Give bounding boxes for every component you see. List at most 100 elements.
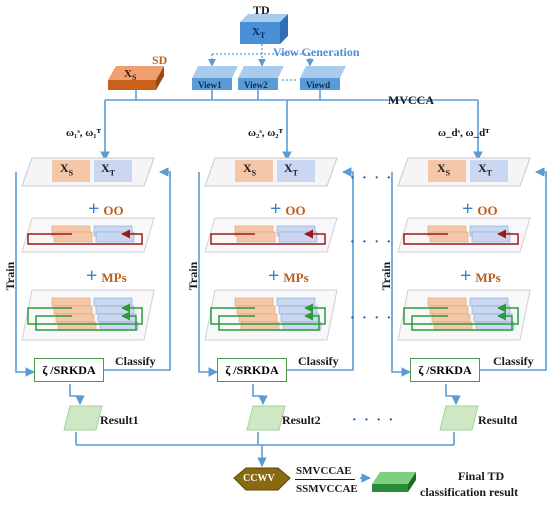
ellipsis-row2: · · · · <box>350 235 394 250</box>
view-slabs <box>192 66 346 90</box>
final-line1: Final TD <box>458 469 505 483</box>
classifier-box-col1: ζ /SRKDA <box>34 358 104 382</box>
ellipsis-row1: · · · · <box>350 171 394 186</box>
mps-loop-inner <box>218 311 320 331</box>
target-block <box>277 160 315 182</box>
oo-target-slab <box>471 231 511 243</box>
target-block <box>470 160 508 182</box>
oo-target-slab <box>278 231 318 243</box>
oo-loop <box>27 229 143 245</box>
oo-label-col3: + OO <box>462 198 498 220</box>
result-collector <box>75 432 455 483</box>
oo-loop <box>210 229 326 245</box>
oo-loop <box>403 229 519 245</box>
mps-target-slab <box>469 297 509 307</box>
classifier-box-col2: ζ /SRKDA <box>217 358 287 382</box>
to-result-arrow <box>252 384 268 405</box>
mps-target-slab <box>97 313 137 323</box>
weights-col1: ω₁ˢ, ω₁ᵀ <box>66 127 101 139</box>
mps-label-col2: + MPs <box>268 265 309 287</box>
column-3 <box>391 157 547 431</box>
result-label-col3: Resultd <box>478 413 518 427</box>
result-slab <box>246 405 286 431</box>
mps-loop-outer <box>27 303 143 325</box>
mps-source-slab <box>51 297 91 307</box>
oo-source-slab <box>236 231 276 243</box>
final-line2: classification result <box>420 485 519 499</box>
mps-loop-inner <box>35 311 137 331</box>
viewd-label: Viewd <box>306 80 331 90</box>
classify-label-col1: Classify <box>115 354 156 368</box>
to-result-arrow <box>69 384 85 405</box>
td-symbol: XT <box>252 26 266 41</box>
xs-col1: XS <box>60 161 74 178</box>
mps-source-slab <box>234 297 274 307</box>
result-label-col2: Result2 <box>282 413 321 427</box>
oo-label-col1: + OO <box>88 198 124 220</box>
classify-path <box>287 167 354 371</box>
xt-col3: XT <box>478 161 493 178</box>
mps-target-slab <box>278 305 318 315</box>
result-slab <box>63 405 103 431</box>
mps-loop-inner <box>411 311 513 331</box>
mps-label-col3: + MPs <box>460 265 501 287</box>
ccwv-octagon <box>233 467 291 491</box>
mps-source-slab <box>427 297 467 307</box>
sd-symbol: XS <box>124 68 137 83</box>
mps-target-slab <box>99 321 139 331</box>
mps-target-slab <box>95 305 135 315</box>
oo-source-slab <box>429 231 469 243</box>
mvcca-label: MVCCA <box>388 93 434 107</box>
train-label-col3: Train <box>379 261 393 291</box>
oo-source-slab <box>53 231 93 243</box>
column-1 <box>15 157 171 431</box>
xt-col2: XT <box>284 161 299 178</box>
column-2 <box>198 157 354 431</box>
target-block <box>94 160 132 182</box>
mvcca-bus <box>100 90 483 161</box>
mps-target-slab <box>276 297 316 307</box>
mps-target-slab <box>280 313 320 323</box>
result-slab <box>439 405 479 431</box>
smvccae-label: SMVCCAE <box>296 465 352 477</box>
td-label: TD <box>253 3 270 17</box>
ssmvccae-label: SSMVCCAE <box>296 483 358 495</box>
mps-target-slab <box>475 321 515 331</box>
mps-target-slab <box>282 321 322 331</box>
final-result-slab <box>372 472 416 492</box>
mps-source-slab <box>431 313 471 323</box>
xt-col1: XT <box>101 161 116 178</box>
train-label-col1: Train <box>3 261 17 291</box>
mps-target-slab <box>93 297 133 307</box>
view2-label: View2 <box>244 80 268 90</box>
mps-source-slab <box>433 321 473 331</box>
td-cube <box>240 14 288 44</box>
classify-path <box>104 167 171 371</box>
ellipsis-row4: · · · · <box>352 413 396 428</box>
mps-loop-outer <box>210 303 326 325</box>
mps-source-slab <box>240 321 280 331</box>
train-label-col2: Train <box>186 261 200 291</box>
view-generation-lines <box>208 44 314 81</box>
method-divider <box>295 479 355 480</box>
view-generation-label: View Generation <box>273 45 360 59</box>
mps-source-slab <box>238 313 278 323</box>
sd-label: SD <box>152 53 168 67</box>
mps-source-slab <box>429 305 469 315</box>
ellipsis-row3: · · · · <box>350 311 394 326</box>
mps-target-slab <box>471 305 511 315</box>
oo-label-col2: + OO <box>270 198 306 220</box>
mps-loop-outer <box>403 303 519 325</box>
result-label-col1: Result1 <box>100 413 139 427</box>
xs-col2: XS <box>243 161 257 178</box>
train-path <box>15 172 35 377</box>
weights-col2: ω₂ˢ, ω₂ᵀ <box>248 127 283 139</box>
train-path <box>391 172 411 377</box>
mps-target-slab <box>473 313 513 323</box>
mps-source-slab <box>57 321 97 331</box>
classify-path <box>480 167 547 371</box>
mps-source-slab <box>55 313 95 323</box>
classify-label-col2: Classify <box>298 354 339 368</box>
source-block <box>235 160 273 182</box>
